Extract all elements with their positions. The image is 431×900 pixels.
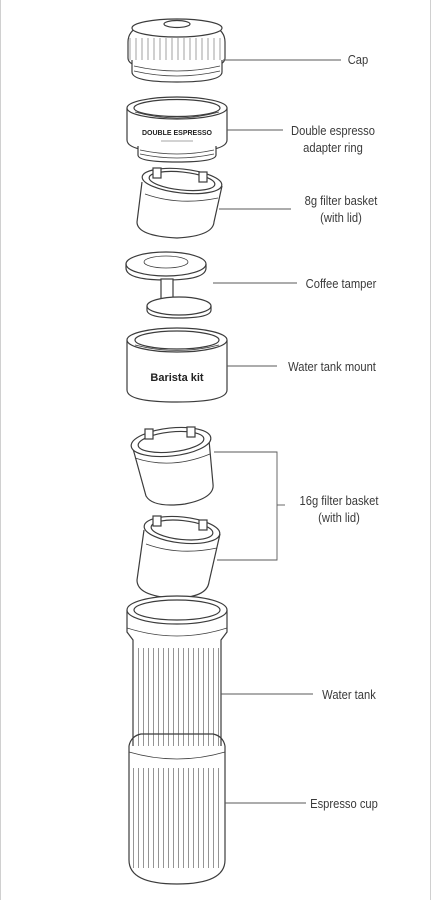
label-8g-basket-line2: (with lid) xyxy=(320,210,362,225)
cap-part xyxy=(127,18,226,83)
label-cap: Cap xyxy=(347,52,369,67)
label-espresso-cup: Espresso cup xyxy=(310,796,378,811)
label-adapter-ring-line1: Double espresso xyxy=(291,123,375,138)
water-tank-part xyxy=(126,595,228,761)
label-adapter-ring: Double espresso adapter ring xyxy=(288,122,377,156)
label-16g-basket: 16g filter basket (with lid) xyxy=(294,492,383,526)
filter-basket-16g-upper xyxy=(130,426,214,506)
label-coffee-tamper: Coffee tamper xyxy=(305,276,377,291)
water-tank-mount-part xyxy=(126,327,228,403)
label-water-tank-mount: Water tank mount xyxy=(288,359,376,374)
mount-emboss: Barista kit xyxy=(150,372,204,384)
label-water-tank: Water tank xyxy=(322,687,376,702)
coffee-tamper-part xyxy=(125,251,212,319)
label-8g-basket: 8g filter basket (with lid) xyxy=(298,192,384,226)
leader-lines xyxy=(213,59,341,804)
label-16g-basket-line2: (with lid) xyxy=(318,510,360,525)
label-8g-basket-line1: 8g filter basket xyxy=(304,193,378,208)
filter-basket-8g-part xyxy=(136,167,223,239)
adapter-ring-emboss: DOUBLE ESPRESSO xyxy=(142,130,213,137)
filter-basket-16g-lower xyxy=(136,515,221,599)
label-16g-basket-line1: 16g filter basket xyxy=(299,493,379,508)
espresso-cup-part xyxy=(128,733,226,885)
adapter-ring-part xyxy=(126,96,228,163)
label-adapter-ring-line2: adapter ring xyxy=(303,140,363,155)
